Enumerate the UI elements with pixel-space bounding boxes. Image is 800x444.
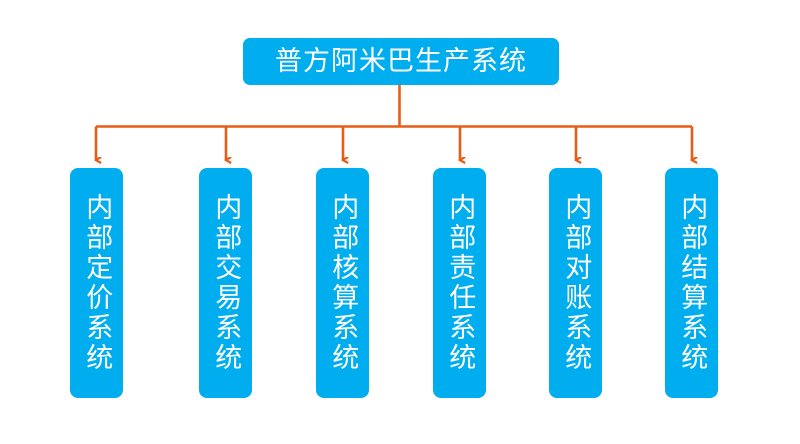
root-node-label: 普方阿米巴生产系统 — [275, 46, 527, 76]
child-node-6-label: 内部结算系统 — [677, 193, 708, 373]
child-node-5-label: 内部对账系统 — [561, 193, 592, 373]
child-node-6[interactable]: 内部结算系统 — [665, 168, 718, 398]
child-node-3[interactable]: 内部核算系统 — [316, 168, 369, 398]
child-node-1[interactable]: 内部定价系统 — [70, 168, 123, 398]
child-node-4-label: 内部责任系统 — [445, 193, 476, 373]
child-node-3-label: 内部核算系统 — [328, 193, 359, 373]
root-node[interactable]: 普方阿米巴生产系统 — [243, 38, 559, 85]
child-node-5[interactable]: 内部对账系统 — [549, 168, 602, 398]
child-node-1-label: 内部定价系统 — [82, 193, 113, 373]
child-node-4[interactable]: 内部责任系统 — [433, 168, 486, 398]
child-node-2-label: 内部交易系统 — [211, 193, 242, 373]
child-node-2[interactable]: 内部交易系统 — [199, 168, 252, 398]
